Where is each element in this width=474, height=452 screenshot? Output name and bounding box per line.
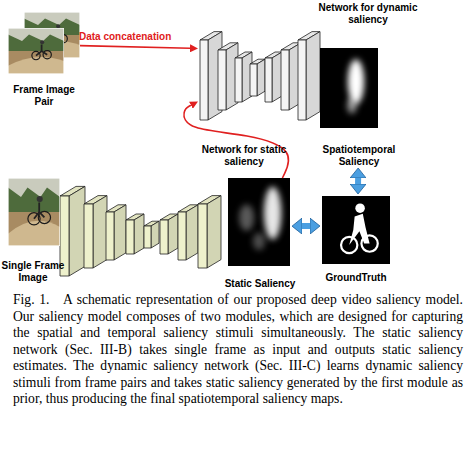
layer-block [106, 205, 126, 260]
block-front [144, 226, 151, 248]
block-front [298, 40, 306, 120]
panel-label: Frame Image Pair [4, 84, 84, 108]
image-panel: Static Saliency [228, 178, 292, 290]
block-front [198, 204, 207, 268]
rider-head [56, 24, 60, 28]
saliency-map [228, 178, 290, 266]
sky [8, 178, 60, 246]
layer-block [144, 221, 159, 248]
rider-head [40, 40, 44, 44]
image-panel: Single Frame Image [4, 176, 62, 284]
sky [8, 28, 64, 74]
network-block: Network for dynamic saliency [198, 22, 324, 128]
block-side [272, 52, 282, 102]
saliency-blob [264, 187, 281, 240]
block-front [250, 64, 257, 96]
block-front [84, 204, 93, 268]
video-frame [8, 28, 64, 74]
frame-border [8, 28, 64, 74]
comparison-arrow [302, 223, 310, 229]
network-title: Network for dynamic saliency [316, 2, 420, 26]
block-front [178, 212, 186, 260]
image-panel: Frame Image Pair [8, 12, 80, 108]
figure-caption: Fig. 1. A schematic representation of ou… [13, 292, 463, 408]
layer-block [198, 196, 221, 268]
network-drawing [60, 32, 320, 276]
map-background [322, 196, 390, 264]
saliency-blob [347, 98, 356, 114]
block-side [93, 196, 107, 268]
layer-block [250, 59, 265, 96]
panel-label: Spatiotemporal Saliency [318, 144, 400, 168]
layer-block [235, 52, 252, 102]
rider [36, 45, 47, 56]
saliency-blob [348, 59, 364, 104]
data-flow-arrow [184, 105, 289, 178]
edge-label: Data concatenation [79, 31, 171, 43]
data-flow-arrow [80, 46, 190, 49]
video-frame [8, 178, 60, 246]
block-front [160, 220, 168, 254]
map-background [320, 48, 378, 128]
layer-block [265, 52, 282, 102]
block-front [218, 50, 226, 110]
network-title: Network for static saliency [198, 144, 290, 168]
block-side [306, 32, 320, 120]
network-block: Network for static saliency [58, 176, 230, 280]
mask-rider [349, 214, 369, 245]
block-front [126, 220, 134, 254]
comparison-arrow [355, 178, 361, 184]
rider-head [37, 196, 43, 202]
rider [34, 202, 44, 218]
mask-head [355, 203, 365, 213]
image-panel: Spatiotemporal Saliency [318, 46, 400, 168]
block-side [151, 221, 159, 248]
block-front [281, 50, 289, 110]
panel-label: Single Frame Image [0, 260, 70, 284]
image-panel: GroundTruth [320, 194, 392, 284]
mask-wheel [341, 237, 357, 253]
block-side [257, 59, 265, 96]
block-front [235, 58, 242, 102]
block-side [114, 205, 126, 260]
layer-block [84, 196, 107, 268]
block-front [106, 212, 114, 260]
dirt [8, 212, 60, 246]
saliency-blob [239, 204, 254, 230]
panel-label: GroundTruth [316, 272, 396, 284]
saliency-blob [253, 233, 265, 251]
block-side [69, 186, 85, 276]
block-side [186, 205, 198, 260]
block-side [207, 196, 221, 268]
block-front [265, 58, 272, 102]
layer-block [160, 214, 178, 254]
block-side [168, 214, 178, 254]
layer-block [298, 32, 320, 120]
panel-label: Static Saliency [220, 278, 300, 290]
trees [8, 188, 60, 217]
map-background [228, 178, 290, 266]
layer-block [126, 214, 144, 254]
block-front [200, 40, 208, 120]
frame-border [8, 178, 60, 246]
block-side [134, 214, 144, 254]
ground-truth-map [322, 196, 390, 264]
layer-block [178, 205, 198, 260]
saliency-map [320, 48, 378, 128]
